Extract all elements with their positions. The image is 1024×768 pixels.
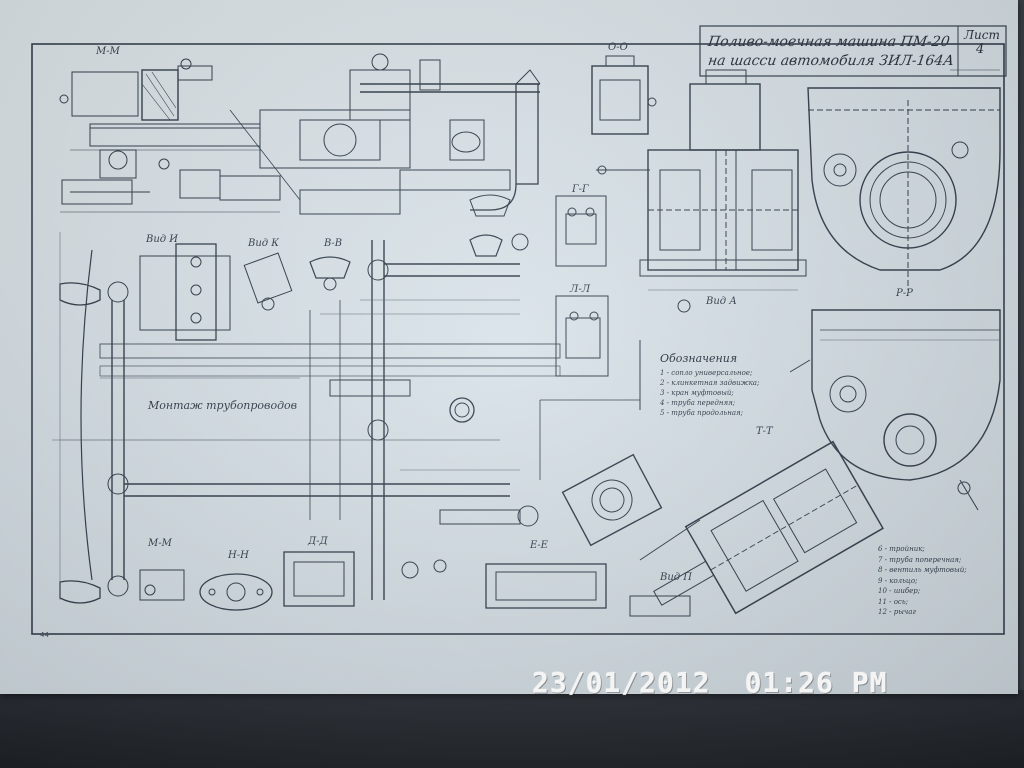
legend-main: Обозначения 1 - сопло универсальное; 2 -… bbox=[660, 352, 780, 418]
view-label-n-n: Н-Н bbox=[228, 550, 249, 561]
view-label-vid-a: Вид А bbox=[706, 296, 737, 307]
legend-item: 8 - вентиль муфтовый; bbox=[878, 566, 967, 574]
view-label-g-g: Г-Г bbox=[572, 184, 589, 195]
drawing-subtitle: на шасси автомобиля ЗИЛ-164А bbox=[706, 53, 955, 69]
view-label-t-t: Т-Т bbox=[756, 426, 773, 437]
view-label-r-r: Р-Р bbox=[896, 288, 913, 299]
sheet-number: 4 bbox=[976, 42, 985, 57]
view-label-e-e: Е-Е bbox=[530, 540, 548, 551]
camera-timestamp: 23/01/2012 01:26 PM bbox=[532, 666, 887, 699]
legend-item: 7 - труба поперечная; bbox=[878, 555, 962, 564]
view-label-vid-p: Вид П bbox=[660, 572, 693, 583]
view-label-m-m-top: М-М bbox=[96, 46, 120, 57]
timestamp-date: 23/01/2012 bbox=[532, 666, 711, 699]
view-label-o-o: О-О bbox=[608, 42, 628, 53]
legend-item: 9 - кольцо; bbox=[878, 576, 918, 585]
legend-item: 4 - труба передняя; bbox=[660, 399, 736, 407]
view-label-d-d: Д-Д bbox=[308, 536, 328, 547]
view-label-v-v: В-В bbox=[324, 238, 343, 249]
legend-item: 5 - труба продольная; bbox=[660, 409, 744, 417]
technical-drawing-illustration bbox=[52, 232, 1000, 600]
view-label-l-l: Л-Л bbox=[570, 284, 591, 295]
table-surface bbox=[0, 690, 1024, 768]
drawing-sheet: Поливо-моечная машина ПМ-20 на шасси авт… bbox=[0, 0, 1018, 694]
legend-heading: Обозначения bbox=[660, 352, 738, 365]
legend-item: 3 - кран муфтовый; bbox=[660, 389, 734, 397]
view-label-m-m-bottom: М-М bbox=[148, 538, 172, 549]
view-label-vid-k: Вид К bbox=[248, 238, 280, 249]
legend-item: 11 - ось; bbox=[878, 597, 909, 606]
legend-item: 2 - клинкетная задвижка; bbox=[660, 379, 760, 387]
drawing-title: Поливо-моечная машина ПМ-20 bbox=[706, 34, 951, 50]
legend-item: 1 - сопло универсальное; bbox=[660, 369, 753, 377]
page-number: 44 bbox=[40, 631, 49, 639]
legend-parts: 6 - тройник; 7 - труба поперечная; 8 - в… bbox=[878, 544, 998, 618]
legend-item: 12 - рычаг bbox=[878, 608, 916, 616]
drawing-caption: Монтаж трубопроводов bbox=[148, 399, 298, 412]
timestamp-time: 01:26 PM bbox=[744, 666, 888, 699]
legend-item: 10 - шибер; bbox=[878, 587, 921, 595]
title-block: Поливо-моечная машина ПМ-20 на шасси авт… bbox=[700, 26, 1006, 76]
view-label-vid-i: Вид И bbox=[146, 234, 179, 245]
sheet-label: Лист bbox=[964, 28, 1000, 42]
legend-item: 6 - тройник; bbox=[878, 545, 925, 553]
